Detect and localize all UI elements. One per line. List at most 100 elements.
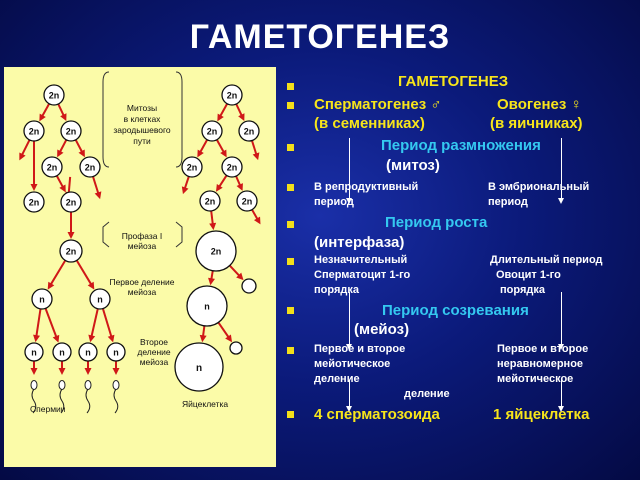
oogenesis-place: (в яичниках) [490,115,583,132]
bullet-marker-6 [285,258,305,268]
cell-sperm-line-11: n [52,342,72,362]
division-arrow [44,308,58,339]
svg-text:2n: 2n [187,163,198,173]
phase2-title: Период роста [385,214,488,231]
label-meiosis1-1: Первое деление [109,277,174,287]
cell-oo-line-10: n [174,342,224,392]
p2-left-line1: Незначительный [314,254,408,266]
division-arrow [74,139,84,154]
p2-left-line3: порядка [314,284,359,296]
svg-text:2n: 2n [66,127,77,137]
cell-sperm-line-8: n [31,288,53,310]
svg-text:2n: 2n [227,91,238,101]
sperm-cell [58,380,66,414]
cell-sperm-line-1: 2n [23,120,45,142]
division-arrowhead [209,222,217,231]
division-arrow [101,308,113,338]
brace-left-prophase [102,221,110,248]
division-arrowhead [94,191,102,200]
division-arrowhead [225,334,233,343]
division-arrowhead [87,281,95,290]
svg-text:n: n [85,348,91,358]
label-egg: Яйцеклетка [182,399,228,409]
cell-oo-line-9 [241,278,257,294]
p2-left-line2: Сперматоцит 1-го [314,269,411,281]
division-arrow [67,176,72,195]
arrow-right-2 [558,292,564,350]
svg-text:2n: 2n [205,197,216,207]
division-arrow [55,175,65,189]
svg-text:2n: 2n [227,163,238,173]
svg-text:2n: 2n [244,127,255,137]
label-meiosis2-3: мейоза [140,357,169,367]
svg-text:2n: 2n [207,127,218,137]
cell-oo-line-11 [229,341,243,355]
division-arrowhead [236,272,244,281]
phase3-title: Период созревания [382,302,529,319]
spermatogenesis-title: Сперматогенез ♂ [314,96,442,113]
cell-sperm-line-6: 2n [60,191,82,213]
division-arrowhead [181,186,189,195]
svg-text:2n: 2n [49,91,60,101]
svg-text:2n: 2n [29,127,40,137]
cell-oo-line-4: 2n [221,156,243,178]
division-arrowhead [236,183,243,191]
division-arrowhead [30,184,38,191]
division-arrowhead [30,368,38,375]
cell-sperm-line-0: 2n [43,84,65,106]
arrow-left-1 [346,138,352,204]
cell-oo-line-3: 2n [181,156,203,178]
svg-text:n: n [31,348,37,358]
division-arrowhead [238,113,245,122]
svg-text:2n: 2n [242,197,253,207]
cell-oo-line-5: 2n [199,190,221,212]
bullet-marker-2 [285,102,305,112]
division-arrowhead [19,152,26,161]
result-egg: 1 яйцеклетка [493,406,590,423]
division-arrow [215,139,226,154]
p1-left-line2: период [314,196,354,208]
division-arrowhead [84,368,92,375]
division-arrowhead [60,113,67,122]
p2-right-line1: Длительный период [490,254,603,266]
brace-left-mitosis [102,71,110,168]
cell-oo-line-1: 2n [201,120,223,142]
division-arrowhead [197,149,204,158]
division-arrow [218,103,229,118]
p3-right-line2: неравномерное [497,358,584,370]
label-meiosis2-2: деление [137,347,171,357]
oogenesis-title: Овогенез ♀ [497,96,582,113]
cell-oo-line-2: 2n [238,120,260,142]
bullet-marker-3 [285,144,305,154]
svg-text:2n: 2n [66,247,77,257]
division-arrowhead [57,149,64,158]
division-arrowhead [253,216,261,225]
division-arrowhead [52,334,60,343]
division-arrow [57,103,66,117]
cell-oo-line-6: 2n [236,190,258,212]
label-meiosis2-1: Второе [140,337,168,347]
cell-oo-line-8: n [186,285,228,327]
division-arrow [35,308,42,338]
cell-sperm-line-9: n [89,288,111,310]
bullet-marker-9 [285,411,305,421]
division-arrow [90,308,99,338]
division-arrow [228,264,241,278]
division-arrow [92,176,100,195]
brace-right-mitosis [175,71,183,168]
division-arrow [210,210,214,226]
svg-text:n: n [196,363,202,374]
division-arrowhead [217,113,224,122]
spermatogenesis-place: (в семенниках) [314,115,425,132]
p3-left-line1: Первое и второе [314,343,406,355]
division-arrow [217,174,228,189]
division-arrowhead [78,149,85,158]
division-arrow [251,209,259,221]
svg-text:2n: 2n [85,163,96,173]
svg-text:2n: 2n [29,198,40,208]
label-mitosis-4: пути [133,136,151,146]
division-arrow [183,176,190,190]
division-arrow [217,321,231,339]
bullet-marker-4 [285,184,305,194]
phase3-subtitle: (мейоз) [354,321,410,338]
